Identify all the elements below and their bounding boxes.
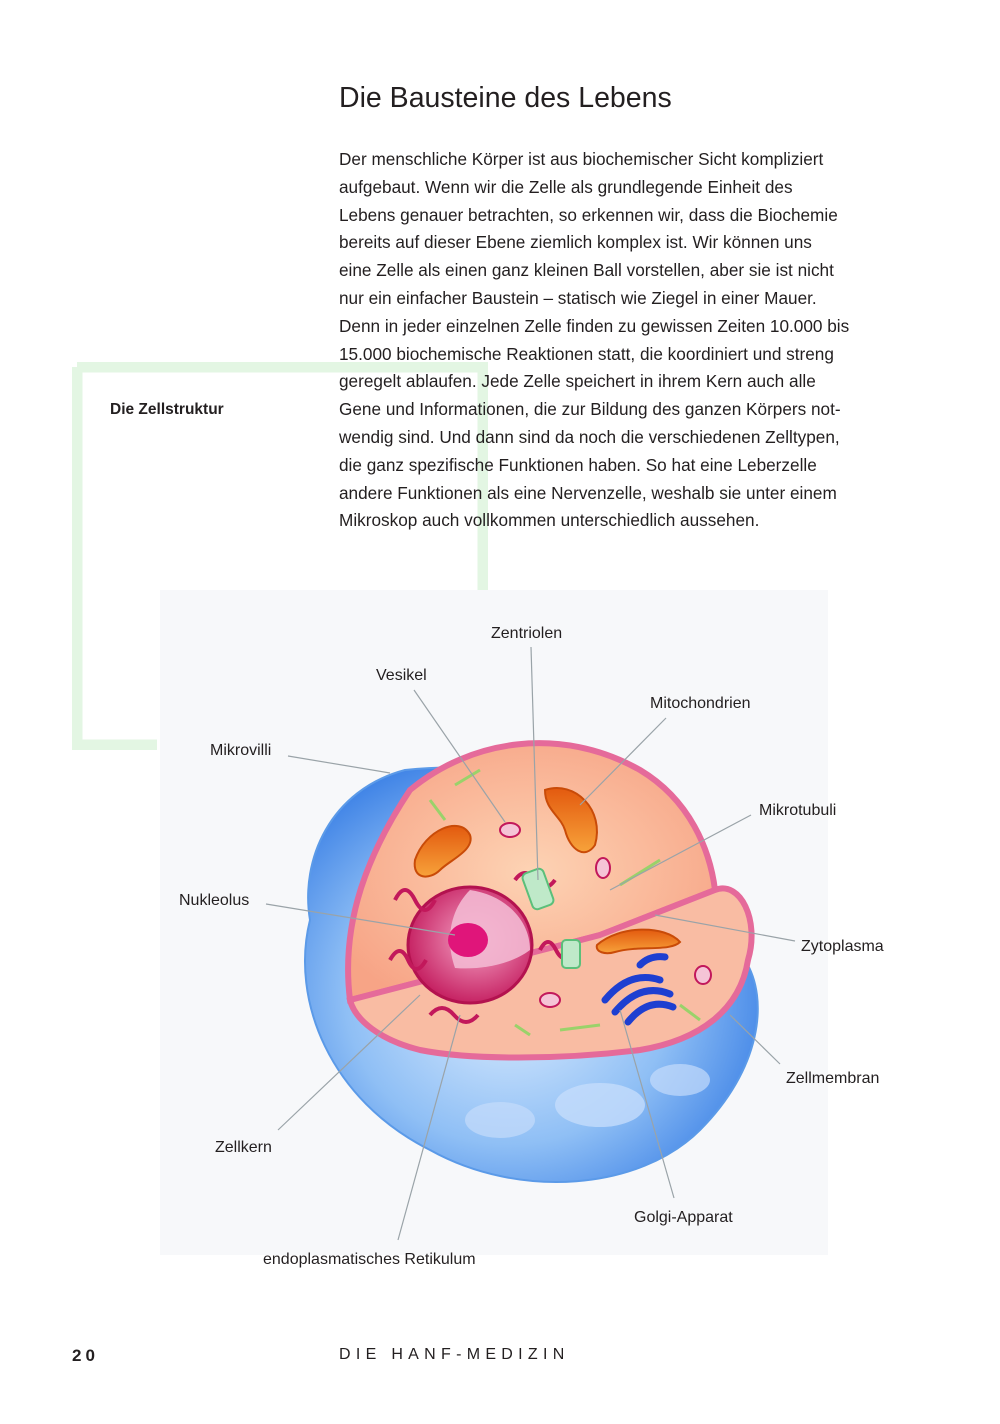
vesicle — [595, 857, 611, 879]
body-line: die ganz spezifische Funktionen haben. S… — [339, 454, 817, 475]
label-mikrotubuli: Mikrotubuli — [759, 802, 836, 819]
cell-highlight — [465, 1102, 535, 1138]
er-strand — [393, 888, 437, 912]
body-line: wendig sind. Und dann sind da noch die v… — [339, 426, 840, 447]
body-line: andere Funktionen als eine Nervenzelle, … — [339, 482, 837, 503]
cell-highlight — [650, 1064, 710, 1096]
label-mitochondrien: Mitochondrien — [650, 695, 751, 712]
microtubule — [559, 1023, 601, 1032]
centriole — [561, 939, 581, 969]
label-zellkern: Zellkern — [215, 1139, 272, 1156]
body-line: Der menschliche Körper ist aus biochemis… — [339, 149, 824, 169]
body-line: eine Zelle als einen ganz kleinen Ball v… — [339, 260, 834, 281]
page-title: Die Bausteine des Lebens — [339, 82, 672, 114]
label-nukleolus: Nukleolus — [179, 892, 249, 909]
label-mikrovilli: Mikrovilli — [210, 742, 271, 759]
running-footer: DIE HANF-MEDIZIN — [339, 1346, 570, 1363]
leader-lines — [265, 646, 796, 1241]
microtubule — [454, 768, 481, 787]
nucleolus — [448, 923, 488, 957]
golgi-apparatus — [601, 953, 677, 1026]
body-line: aufgebaut. Wenn wir die Zelle als grundl… — [339, 176, 793, 197]
accent-frame — [72, 362, 488, 750]
cell-highlight — [555, 1083, 645, 1127]
centriole — [521, 867, 555, 911]
body-line: Mikroskop auch vollkommen unterschiedlic… — [339, 510, 760, 531]
body-line: Denn in jeder einzelnen Zelle finden zu … — [339, 315, 850, 336]
label-vesikel: Vesikel — [376, 667, 427, 684]
label-zellmembran: Zellmembran — [786, 1070, 879, 1087]
mitochondrion — [543, 787, 598, 854]
microtubule — [514, 1023, 531, 1037]
label-zentriolen: Zentriolen — [491, 625, 562, 642]
page-number: 20 — [72, 1346, 99, 1365]
body-line: bereits auf dieser Ebene ziemlich komple… — [339, 232, 812, 253]
body-line: Gene und Informationen, die zur Bildung … — [339, 399, 841, 420]
vesicle — [499, 822, 521, 838]
body-paragraph: Der menschliche Körper ist aus biochemis… — [339, 146, 899, 535]
body-line: Lebens genauer betrachten, so erkennen w… — [339, 204, 838, 225]
body-line: nur ein einfacher Baustein – statisch wi… — [339, 287, 817, 308]
vesicle — [694, 965, 712, 985]
mitochondrion — [595, 928, 682, 955]
er-strand — [428, 1006, 480, 1024]
microtubule — [679, 1003, 701, 1022]
mitochondrion — [413, 824, 472, 878]
er-strand — [388, 949, 428, 971]
label-golgi: Golgi-Apparat — [634, 1209, 733, 1226]
label-er: endoplasmatisches Retikulum — [263, 1251, 476, 1268]
body-line: 15.000 biochemische Reaktionen statt, di… — [339, 343, 834, 364]
sidebar-heading: Die Zellstruktur — [110, 401, 224, 418]
vesicle — [539, 992, 561, 1008]
body-line: geregelt ablaufen. Jede Zelle speichert … — [339, 371, 816, 392]
label-zytoplasma: Zytoplasma — [801, 938, 884, 955]
microtubule — [428, 799, 447, 821]
